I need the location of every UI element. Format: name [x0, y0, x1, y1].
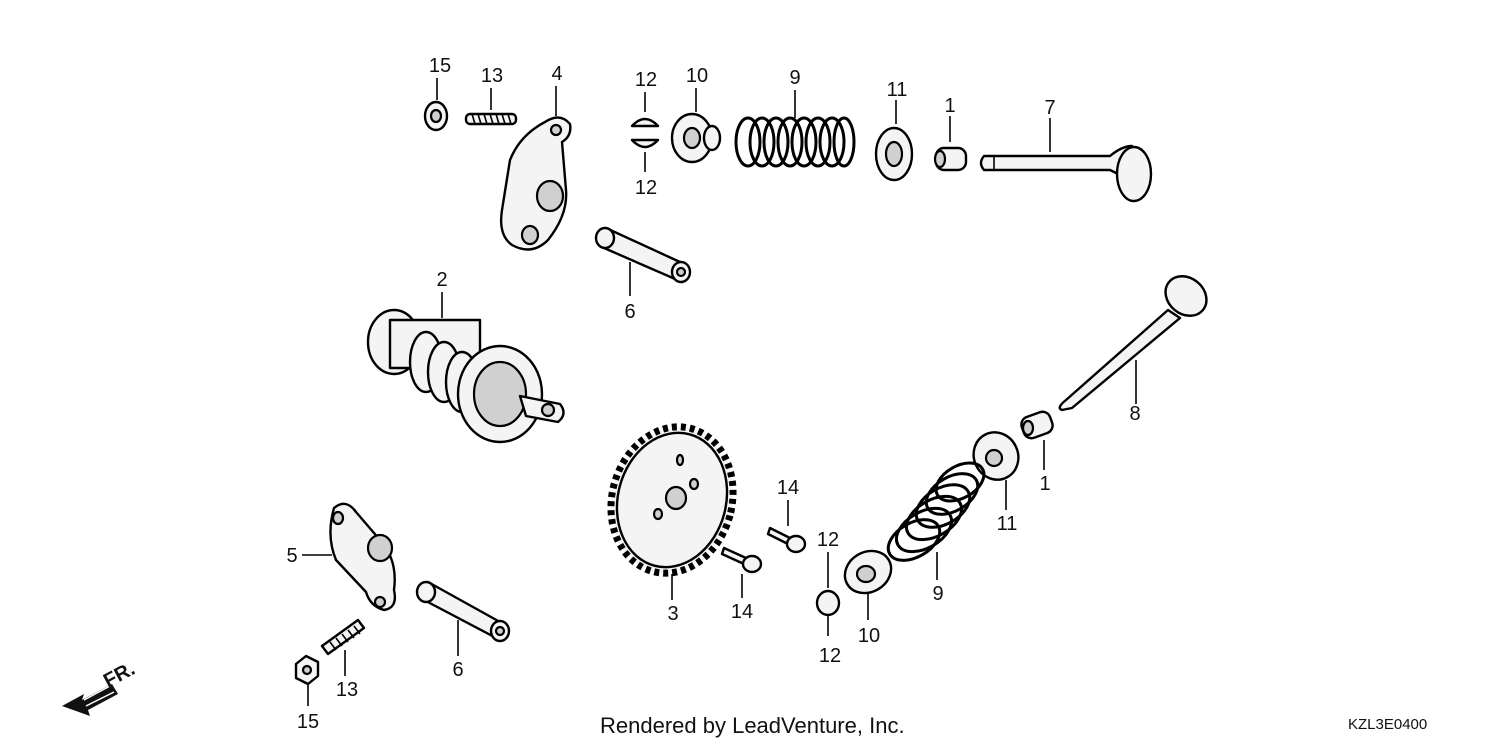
label-6-lower: 6 — [452, 659, 463, 681]
label-5: 5 — [286, 545, 297, 567]
label-13-lower: 13 — [336, 679, 358, 701]
part-11-spring-seat-lower — [972, 431, 1020, 510]
part-1-stem-seal-top — [933, 116, 968, 172]
part-15-nut-lower — [294, 654, 320, 706]
label-12-lower-b: 12 — [819, 645, 841, 667]
label-8: 8 — [1129, 403, 1140, 425]
front-direction-label: FR. — [100, 658, 139, 693]
part-14-sprocket-bolt-upper — [766, 500, 807, 554]
part-3-cam-sprocket — [607, 423, 737, 600]
label-3: 3 — [667, 603, 678, 625]
part-9-valve-spring-lower — [886, 461, 986, 580]
label-12-top-b: 12 — [635, 177, 657, 199]
front-direction-arrow-icon: FR. — [62, 658, 139, 716]
label-10-lower: 10 — [858, 625, 880, 647]
part-12-valve-cotters-top — [630, 92, 660, 172]
label-14-upper: 14 — [777, 477, 799, 499]
label-15-top: 15 — [429, 55, 451, 77]
part-8-exhaust-valve — [1058, 275, 1208, 412]
part-1-stem-seal-lower — [1020, 410, 1054, 470]
label-14-lower: 14 — [731, 601, 753, 623]
diagram-code: KZL3E0400 — [1348, 716, 1427, 733]
part-5-rocker-arm-lower — [302, 502, 397, 612]
part-13-stud-top — [464, 88, 518, 126]
label-9-top: 9 — [789, 67, 800, 89]
label-12-top-a: 12 — [635, 69, 657, 91]
callout-labels: 15 13 4 12 12 10 9 11 1 7 6 2 8 1 11 9 1… — [286, 55, 1140, 733]
label-15-lower: 15 — [297, 711, 319, 733]
label-12-lower-a: 12 — [817, 529, 839, 551]
label-11-lower: 11 — [997, 513, 1018, 535]
label-9-lower: 9 — [932, 583, 943, 605]
part-10-spring-retainer-top — [670, 88, 722, 164]
label-6-top: 6 — [624, 301, 635, 323]
label-1-lower: 1 — [1039, 473, 1050, 495]
part-13-stud-lower — [320, 618, 366, 676]
part-12-valve-cotters-lower — [815, 552, 841, 636]
part-11-spring-seat-top — [874, 100, 914, 182]
part-6-rocker-shaft-lower — [415, 580, 511, 656]
part-9-valve-spring-top — [734, 90, 856, 168]
part-6-rocker-shaft-top — [594, 226, 692, 296]
part-15-nut-top — [423, 78, 449, 132]
label-11-top: 11 — [887, 79, 908, 101]
label-10-top: 10 — [686, 65, 708, 87]
part-2-camshaft — [366, 292, 565, 444]
label-7: 7 — [1044, 97, 1055, 119]
label-2: 2 — [436, 269, 447, 291]
part-14-sprocket-bolt-lower — [720, 546, 763, 598]
part-4-rocker-arm — [499, 86, 572, 251]
label-13-top: 13 — [481, 65, 503, 87]
part-10-spring-retainer-lower — [843, 549, 893, 620]
label-4: 4 — [551, 63, 562, 85]
part-7-intake-valve — [979, 118, 1153, 203]
label-1-top: 1 — [944, 95, 955, 117]
footer-credit: Rendered by LeadVenture, Inc. — [600, 713, 905, 738]
